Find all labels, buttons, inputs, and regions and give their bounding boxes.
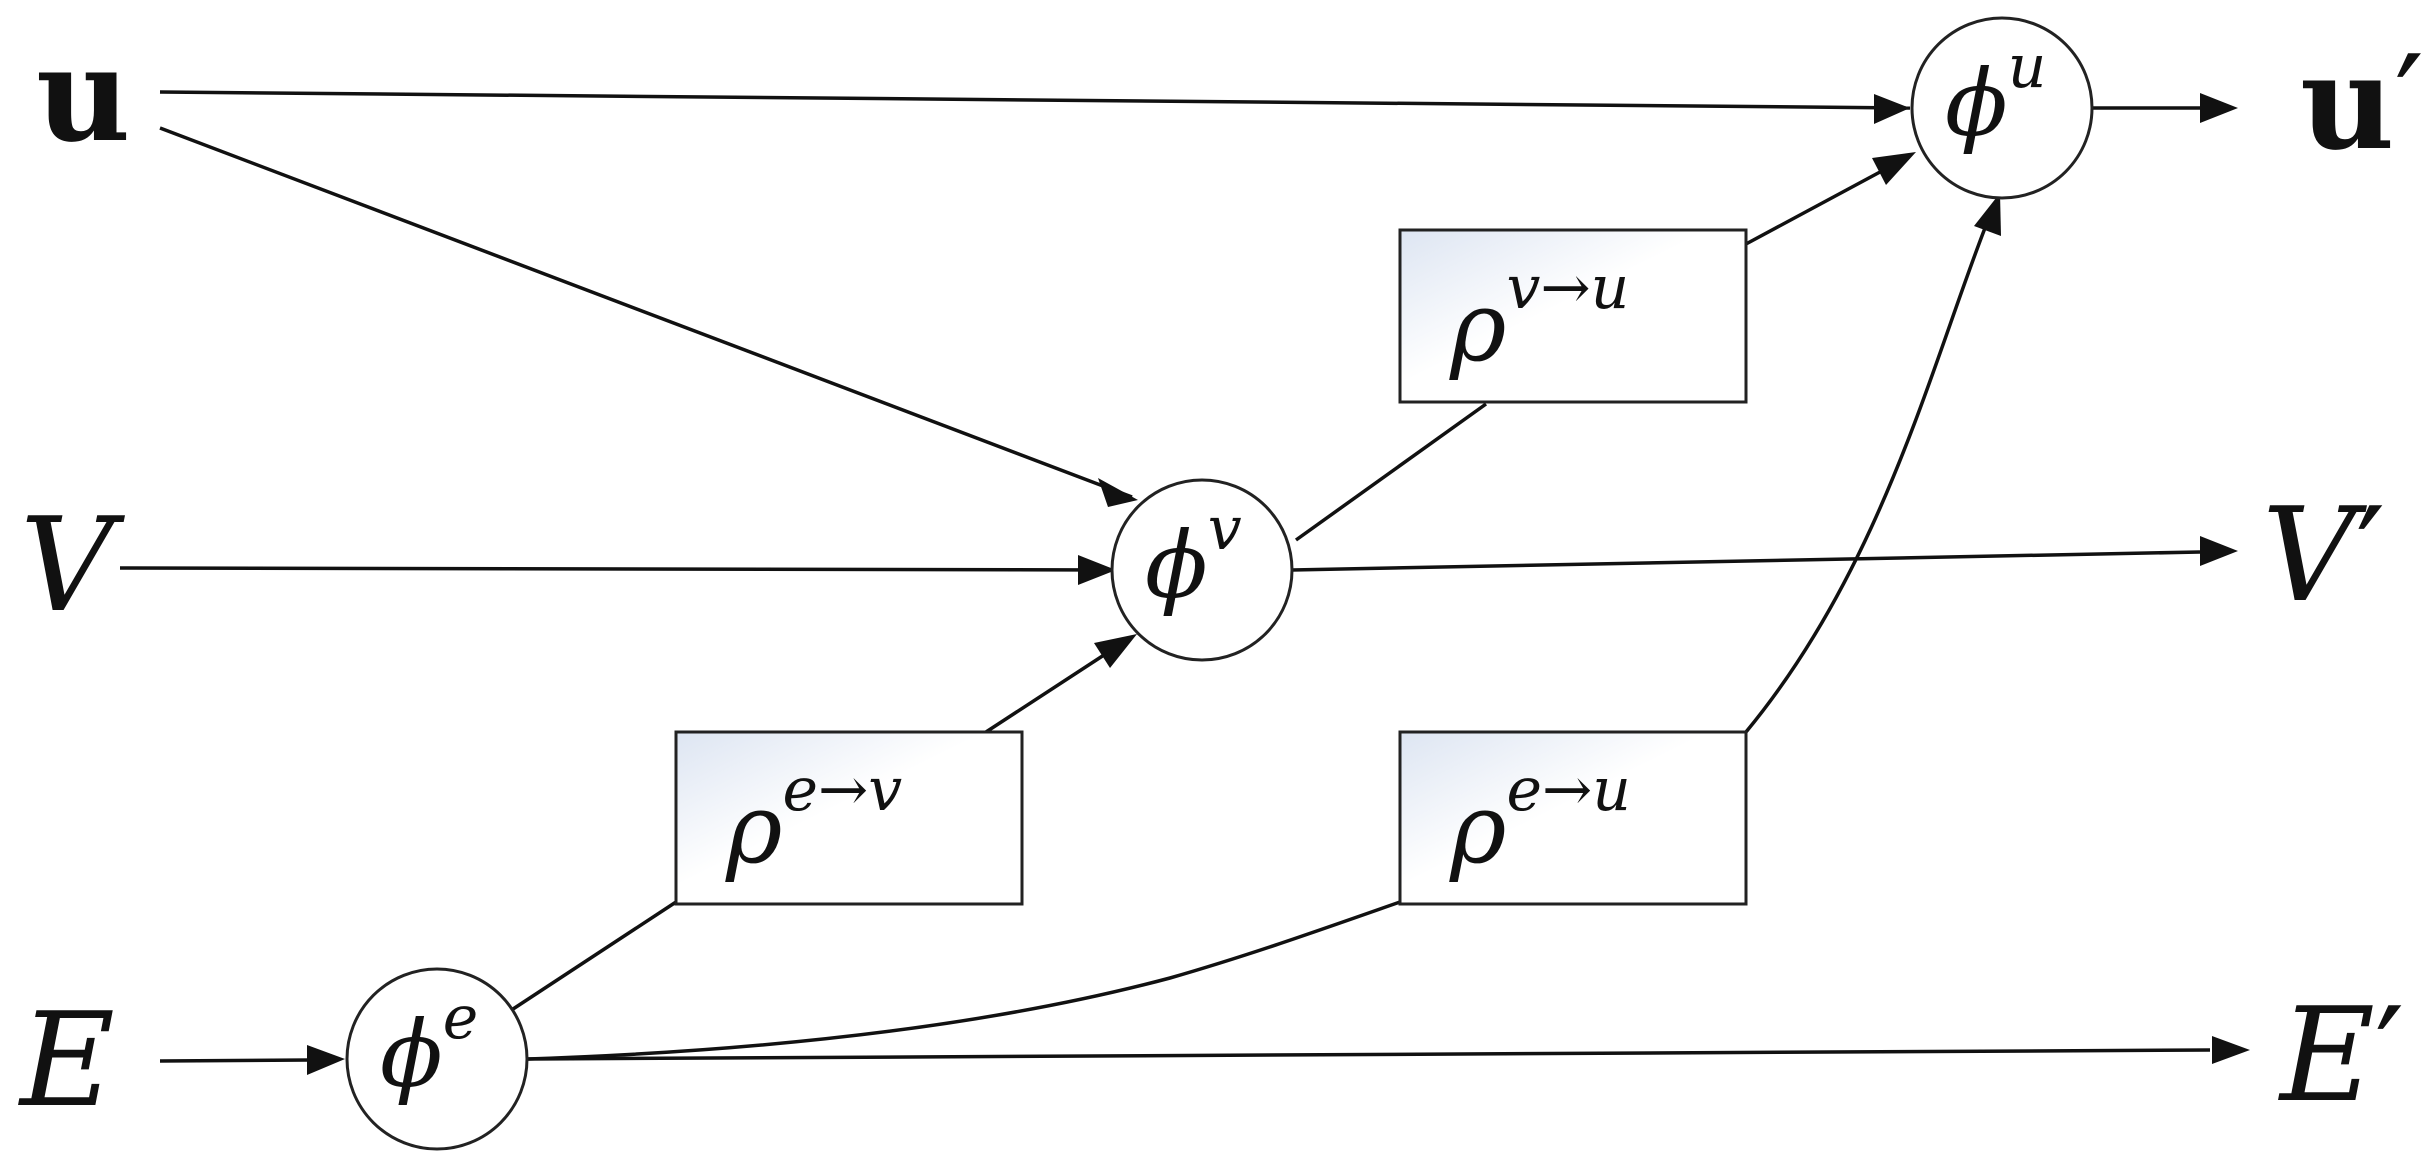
edge-phi-e-to-e-prime (527, 1048, 2211, 1061)
phi-u-node: ϕu (1910, 16, 2094, 200)
phi-superscript: e (443, 983, 479, 1053)
output-label-v-prime: V′ (2262, 479, 2385, 631)
phi-symbol: ϕ (1145, 512, 1208, 619)
svg-text:ρv→u: ρv→u (1449, 253, 1629, 383)
arrowhead-icon (1974, 193, 2001, 236)
phi-superscript: v (1208, 494, 1242, 564)
edge-phi-e-to-rho-ev (509, 900, 677, 1013)
edge-rho-eu-to-phi-u (1744, 227, 1987, 734)
rho-symbol: ρ (1449, 271, 1506, 383)
svg-text:ρe→u: ρe→u (1449, 755, 1631, 885)
arrowhead-icon (2212, 1036, 2250, 1064)
rho-superscript: v→u (1506, 253, 1629, 323)
output-label-u-prime: u′ (2300, 26, 2424, 179)
svg-text:ρe→v: ρe→v (725, 755, 902, 885)
arrowhead-icon (1874, 94, 1910, 124)
arrowhead-icon (307, 1045, 345, 1075)
phi-symbol: ϕ (1945, 50, 2008, 157)
arrowhead-icon (1098, 478, 1138, 507)
edge-u-to-phi-u (159, 90, 1911, 110)
edge-rho-vu-to-phi-u (1745, 170, 1881, 246)
phi-symbol: ϕ (380, 1001, 443, 1108)
svg-text:ϕe: ϕe (380, 983, 478, 1108)
input-label-v: V (20, 489, 125, 641)
arrowhead-icon (1094, 634, 1137, 668)
arrowhead-icon (1872, 152, 1916, 185)
edge-u-to-phi-v (159, 126, 1133, 499)
edge-phi-v-to-rho-vu (1294, 402, 1488, 542)
output-label-e-prime: E′ (2278, 979, 2404, 1131)
edge-v-to-phi-v (119, 566, 1115, 572)
edge-phi-v-to-v-prime (1291, 550, 2201, 572)
rho-e-to-v-box: ρe→v (674, 730, 1024, 906)
phi-superscript: u (2008, 32, 2047, 102)
arrowhead-icon (1078, 555, 1116, 585)
rho-e-to-u-box: ρe→u (1398, 730, 1748, 906)
edge-rho-ev-to-phi-v (985, 653, 1105, 734)
rho-superscript: e→v (782, 755, 902, 825)
rho-v-to-u-box: ρv→u (1398, 228, 1748, 404)
phi-v-node: ϕv (1110, 478, 1294, 662)
phi-e-node: ϕe (345, 967, 529, 1151)
svg-text:ϕu: ϕu (1945, 32, 2046, 157)
arrowhead-icon (2200, 536, 2238, 566)
arrowhead-icon (2200, 93, 2238, 123)
svg-text:ϕv: ϕv (1145, 494, 1242, 619)
edge-e-to-phi-e (159, 1058, 311, 1063)
input-label-e: E (18, 984, 115, 1136)
input-label-u: u (36, 18, 131, 171)
rho-symbol: ρ (725, 773, 782, 885)
edge-phi-e-to-rho-eu (527, 900, 1401, 1061)
rho-superscript: e→u (1506, 755, 1630, 825)
rho-symbol: ρ (1449, 773, 1506, 885)
